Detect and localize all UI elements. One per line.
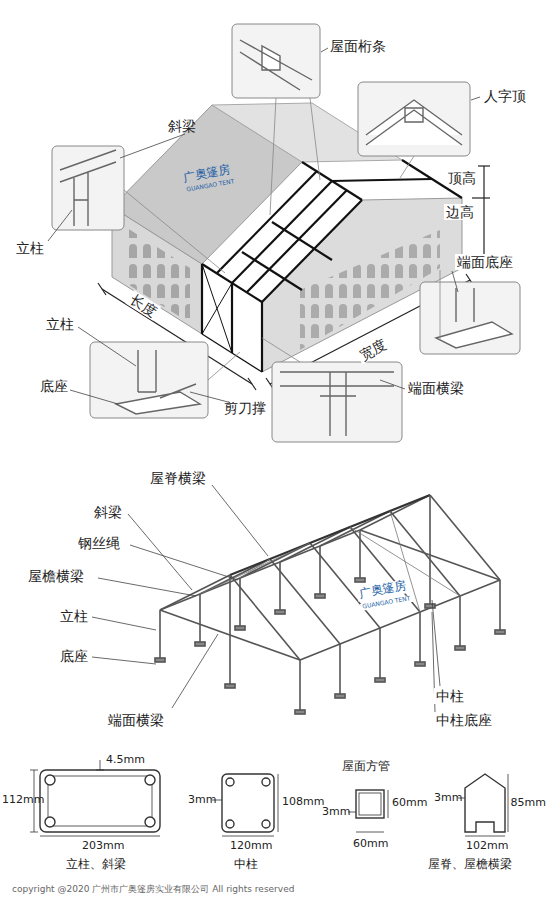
part-label: 底座 xyxy=(40,378,68,394)
part-label: 屋面桁条 xyxy=(330,38,386,54)
profile-name: 屋面方管 xyxy=(342,760,390,774)
part-label: 立柱 xyxy=(60,608,88,624)
profile-name: 立柱、斜梁 xyxy=(66,858,126,872)
dimension-label: 60mm xyxy=(353,838,388,851)
part-label: 立柱 xyxy=(16,240,44,256)
dimension-label: 108mm xyxy=(282,796,324,809)
dimension-label: 203mm xyxy=(82,840,124,853)
dimension-label: 112mm xyxy=(2,794,44,807)
part-label: 端面横梁 xyxy=(108,712,164,728)
copyright-note: copyright @2020 广州市广奥篷房实业有限公司 All rights… xyxy=(12,884,294,894)
part-label: 斜梁 xyxy=(94,504,122,520)
dimension-label: 3mm xyxy=(322,806,350,819)
dimension-label: 102mm xyxy=(466,840,508,853)
part-label: 端面横梁 xyxy=(408,380,464,396)
dimension-label: 3mm xyxy=(434,792,462,805)
dimension-label: 顶高 xyxy=(446,170,478,186)
profile-name: 中柱 xyxy=(234,858,258,872)
dimension-label: 85mm xyxy=(511,797,546,810)
part-label: 端面底座 xyxy=(455,254,515,270)
dimension-label: 3mm xyxy=(188,794,216,807)
part-label: 人字顶 xyxy=(484,88,526,104)
part-label: 屋檐横梁 xyxy=(28,568,84,584)
part-label: 中柱 xyxy=(434,688,466,704)
dimension-label: 120mm xyxy=(230,840,272,853)
dimension-label: 边高 xyxy=(444,204,476,220)
part-label: 屋脊横梁 xyxy=(150,470,206,486)
dimension-label: 60mm xyxy=(392,797,427,810)
part-label: 立柱 xyxy=(46,316,74,332)
part-label: 中柱底座 xyxy=(434,712,494,728)
part-label: 底座 xyxy=(60,648,88,664)
dimension-label: 宽度 xyxy=(355,335,391,364)
profile-name: 屋脊、屋檐横梁 xyxy=(428,858,512,872)
part-label: 剪刀撑 xyxy=(224,400,266,416)
dimension-label: 4.5mm xyxy=(106,754,145,767)
part-label: 斜梁 xyxy=(168,118,196,134)
part-label: 钢丝绳 xyxy=(78,535,120,551)
